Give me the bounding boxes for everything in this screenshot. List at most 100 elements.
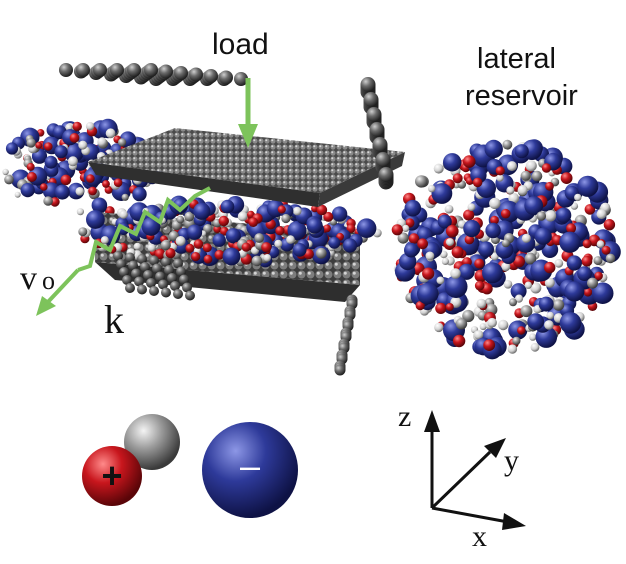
anion-atom	[222, 247, 241, 266]
wall-atom	[144, 63, 158, 77]
cation-atom	[581, 255, 593, 267]
anion-atom	[431, 183, 453, 204]
lower-right-wall-atom-grid	[334, 294, 358, 376]
wall-atom	[360, 77, 376, 92]
neutral-atom	[514, 294, 524, 303]
anion-atom	[404, 242, 419, 258]
cation-atom	[193, 239, 204, 249]
anion-atom	[342, 238, 358, 253]
neutral-atom	[570, 202, 579, 210]
anion-atom	[564, 281, 585, 302]
anion-atom	[485, 222, 501, 239]
neutral-atom-icon	[124, 414, 180, 470]
anion-atom	[292, 243, 307, 257]
neutral-atom	[286, 235, 295, 244]
substrate-atom	[125, 283, 135, 293]
cation-atom	[275, 226, 285, 236]
neutral-atom	[85, 122, 95, 131]
wall-atom	[363, 92, 379, 107]
substrate-atom	[152, 263, 162, 274]
anion-atom	[527, 313, 545, 330]
cation-atom	[154, 248, 166, 260]
cation-atom	[513, 255, 525, 268]
cation-atom	[594, 271, 603, 281]
neutral-atom	[254, 233, 265, 243]
neutral-atom	[450, 268, 461, 279]
neutral-atom	[133, 242, 142, 251]
anion-atom	[306, 217, 323, 234]
front-left-substrate-atoms	[113, 251, 195, 301]
cation-atom	[191, 252, 201, 262]
cation-atom	[601, 245, 611, 255]
neutral-atom	[544, 320, 554, 330]
cation-atom	[323, 211, 334, 222]
wall-atom	[59, 63, 73, 77]
substrate-atom	[119, 267, 129, 277]
legend: + –	[82, 414, 298, 518]
cation-atom	[405, 218, 415, 228]
anion-atom	[20, 183, 35, 198]
anion-atom	[555, 207, 572, 223]
neutral-atom	[507, 161, 517, 172]
neutral-atom	[512, 336, 521, 345]
anion-atom	[44, 155, 58, 169]
substrate-atom	[131, 268, 141, 279]
load-label: load	[212, 28, 269, 61]
neutral-atom	[487, 317, 497, 328]
cation-atom	[35, 141, 43, 149]
neutral-atom	[506, 186, 515, 195]
anion-atom	[591, 282, 614, 305]
substrate-atom	[137, 254, 147, 264]
cation-atom	[435, 302, 447, 314]
cation-atom	[462, 155, 476, 168]
anion-atom	[132, 186, 147, 202]
anion-atom	[458, 263, 475, 280]
neutral-atom	[554, 258, 564, 268]
lateral-reservoir-label-line2: reservoir	[465, 80, 578, 112]
cation-atom	[451, 246, 464, 259]
anion-atom	[478, 241, 494, 258]
substrate-atom	[164, 265, 174, 275]
neutral-atom	[43, 196, 53, 206]
anion-atom	[220, 199, 235, 214]
cation-atom	[464, 234, 475, 245]
neutral-atom	[175, 236, 186, 246]
neutral-atom	[479, 323, 487, 331]
anion-atom	[91, 197, 108, 214]
cation-atom	[422, 267, 435, 280]
anion-atom	[541, 241, 559, 258]
anion-atom	[54, 145, 68, 159]
anion-atom	[331, 206, 348, 222]
anion-atom	[559, 231, 581, 253]
cation-atom	[185, 243, 195, 253]
substrate-atom	[146, 278, 156, 288]
cation-atom	[474, 258, 485, 269]
axis-x-label: x	[472, 520, 487, 553]
anion-atom	[484, 139, 503, 159]
neutral-atom	[490, 252, 499, 261]
substrate-atom	[116, 259, 126, 269]
neutral-atom	[530, 282, 542, 294]
cation-atom	[391, 224, 403, 236]
wall-atom	[375, 152, 391, 167]
wall-atom	[369, 122, 385, 137]
substrate-atom	[158, 279, 168, 290]
anion-atom	[64, 142, 84, 163]
axis-y-label: y	[504, 444, 519, 477]
neutral-atom	[546, 311, 554, 320]
neutral-atom	[105, 128, 116, 139]
substrate-atom	[167, 273, 177, 283]
neutral-atom	[203, 224, 213, 234]
cation-atom	[69, 133, 80, 143]
anion-atom	[212, 233, 226, 247]
neutral-atom	[593, 256, 603, 266]
lateral-reservoir-label-line1: lateral	[477, 43, 556, 75]
cation-atom	[26, 172, 37, 182]
anion-atom	[141, 217, 161, 236]
neutral-atom	[26, 138, 36, 148]
anion-atom	[514, 144, 529, 159]
cation-atom	[463, 209, 475, 221]
anion-atom	[444, 275, 468, 298]
neutral-atom	[160, 240, 171, 251]
